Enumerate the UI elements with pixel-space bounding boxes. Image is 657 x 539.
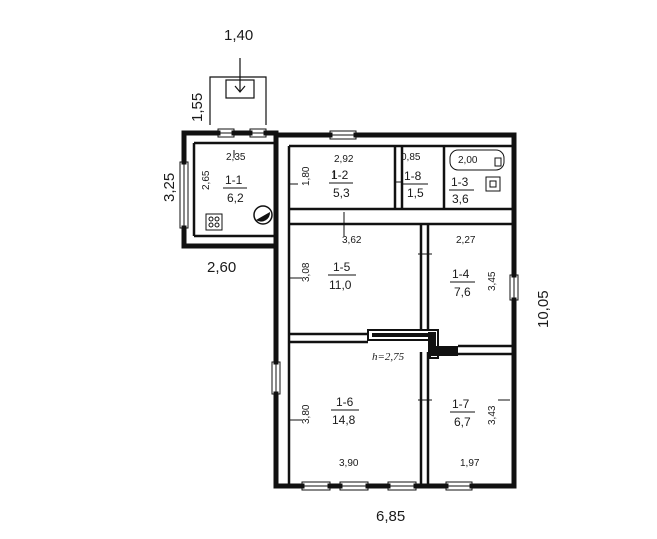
room-id: 1-4 [452,267,470,281]
room-id: 1-1 [225,173,243,187]
room-area: 3,6 [452,192,469,206]
window-icon [445,481,473,491]
r17-height-label: 3,43 [487,405,498,425]
room-area: 11,0 [329,278,352,292]
r11-height-label: 2,65 [201,170,212,190]
window-icon [329,130,357,140]
r14-width-label: 2,27 [456,235,476,246]
window-icon [301,481,331,491]
window-icon [271,361,281,395]
room-area: 6,2 [227,191,244,205]
room-id: 1-7 [452,397,470,411]
room-area: 6,7 [454,415,471,429]
r13-width-label: 2,00 [458,155,478,166]
dimension-lines [233,150,510,421]
room-1-4: 1-4 7,6 [450,267,475,299]
room-area: 7,6 [454,285,471,299]
room-area: 1,5 [407,186,424,200]
room-1-5: 1-5 11,0 [328,260,356,292]
heater-icon [253,205,273,225]
room-id: 1-5 [333,260,351,274]
room-1-7: 1-7 6,7 [450,397,475,429]
room-area: 14,8 [332,413,356,427]
r16-height-label: 3,80 [301,404,312,424]
r16-width-label: 3,90 [339,458,359,469]
bathtub-icon [449,149,505,171]
room-id: 1-3 [451,175,469,189]
total-length-label: 10,05 [535,290,552,328]
r15-height-label: 3,08 [301,262,312,282]
r11-width-label: 2,35 [226,152,246,163]
room-id: 1-6 [336,395,354,409]
porch-depth-label: 1,55 [189,93,206,122]
stove-icon [367,329,458,359]
porch-width-label: 1,40 [224,27,253,44]
total-width-label: 6,85 [376,508,405,525]
window-icon [509,274,519,301]
r12-height-label: 1,80 [301,166,312,186]
room-area: 5,3 [333,186,350,200]
room-1-8: 1-8 1,5 [402,169,428,200]
walls [181,130,517,489]
room-id: 1-8 [404,169,422,183]
inner-walls [192,141,512,484]
room-id: 1-2 [331,168,349,182]
r18-width-label: 0,85 [401,152,421,163]
room-1-1: 1-1 6,2 [223,173,247,205]
annex-height-label: 3,25 [161,173,178,202]
window-icon [217,128,235,138]
porch [209,58,267,125]
room-1-3: 1-3 3,6 [449,175,474,206]
window-icon [387,481,417,491]
r17-width-label: 1,97 [460,458,480,469]
stove-burner-icon [205,213,223,231]
room-1-2: 1-2 5,3 [329,168,353,200]
r15-width-label: 3,62 [342,235,362,246]
r14-height-label: 3,45 [487,271,498,291]
annex-offset-label: 2,60 [207,259,236,276]
window-icon [179,161,189,229]
room-1-6: 1-6 14,8 [331,395,359,427]
sink-icon [485,176,501,192]
window-icon [249,128,267,138]
r12-width-label: 2,92 [334,154,354,165]
window-icon [339,481,369,491]
ceiling-height-label: h=2,75 [372,351,405,363]
